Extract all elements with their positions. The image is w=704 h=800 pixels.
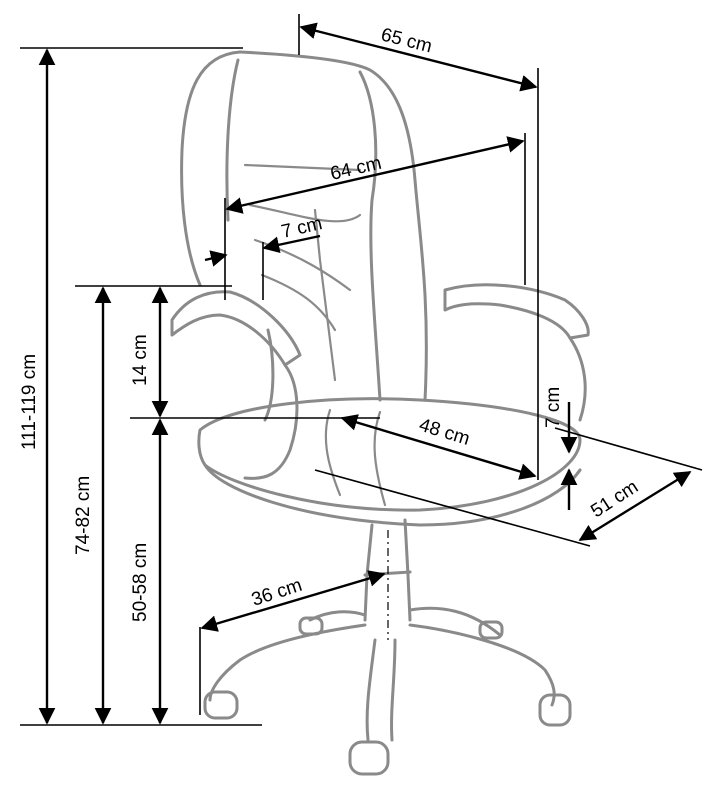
dimension-labels: 65 cm 64 cm 7 cm 111-119 cm 74-82 cm 14 … bbox=[19, 24, 642, 622]
label-armrest-height: 74-82 cm bbox=[73, 476, 94, 555]
label-overall-width: 65 cm bbox=[379, 24, 434, 57]
label-seat-thickness: 7 cm bbox=[543, 387, 564, 428]
dimension-lines bbox=[20, 14, 703, 726]
label-seat-height: 50-58 cm bbox=[130, 543, 151, 622]
label-seat-width: 48 cm bbox=[417, 415, 473, 450]
label-armrest-above-seat: 14 cm bbox=[130, 334, 151, 386]
label-overall-height: 111-119 cm bbox=[19, 354, 40, 450]
label-seat-depth: 51 cm bbox=[587, 476, 642, 522]
